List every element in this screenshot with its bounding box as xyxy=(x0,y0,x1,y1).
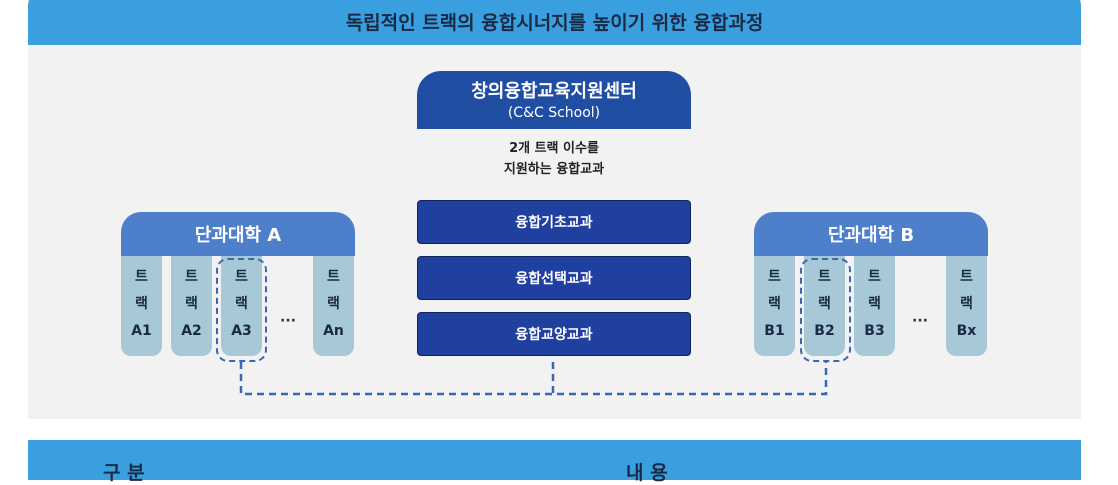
track-label: B1 xyxy=(764,323,785,339)
track-label: B3 xyxy=(864,323,885,339)
table-header-bar: 구 분 내 용 xyxy=(28,440,1081,484)
center-subtitle: (C&C School) xyxy=(507,105,601,121)
center-header: 창의융합교육지원센터 (C&C School) xyxy=(417,71,691,129)
track-char2: 랙 xyxy=(327,296,340,312)
center-desc-line2: 지원하는 융합교과 xyxy=(503,162,605,177)
track-char1: 트 xyxy=(135,269,148,285)
track-label: A2 xyxy=(181,323,202,339)
track-b3: 트 랙 B3 xyxy=(854,256,895,356)
track-a3-highlight xyxy=(216,258,267,362)
college-b-header: 단과대학 B xyxy=(754,212,988,256)
track-a-ellipsis: ··· xyxy=(280,313,296,329)
track-char1: 트 xyxy=(868,269,881,285)
track-char1: 트 xyxy=(960,269,973,285)
track-a2: 트 랙 A2 xyxy=(171,256,212,356)
track-char1: 트 xyxy=(327,269,340,285)
track-char1: 트 xyxy=(768,269,781,285)
header-bar: 독립적인 트랙의 융합시너지를 높이기 위한 융합과정 xyxy=(28,0,1081,45)
track-b2-highlight xyxy=(800,258,851,362)
track-label: A1 xyxy=(131,323,152,339)
track-char2: 랙 xyxy=(960,296,973,312)
track-b-ellipsis: ··· xyxy=(912,313,928,329)
track-a1: 트 랙 A1 xyxy=(121,256,162,356)
track-a3: 트 랙 A3 xyxy=(221,256,262,356)
table-header-category: 구 분 xyxy=(103,462,145,484)
track-char2: 랙 xyxy=(868,296,881,312)
track-char2: 랙 xyxy=(135,296,148,312)
track-char1: 트 xyxy=(235,269,248,285)
track-label: A3 xyxy=(231,323,252,339)
track-char2: 랙 xyxy=(235,296,248,312)
center-title: 창의융합교육지원센터 xyxy=(471,81,637,102)
connector-path xyxy=(239,362,828,396)
track-label: Bx xyxy=(956,323,977,339)
track-label: B2 xyxy=(814,323,835,339)
track-char2: 랙 xyxy=(818,296,831,312)
track-char1: 트 xyxy=(818,269,831,285)
track-char1: 트 xyxy=(185,269,198,285)
college-a-header: 단과대학 A xyxy=(121,212,355,256)
center-description: 2개 트랙 이수를 지원하는 융합교과 xyxy=(417,138,691,180)
center-desc-line1: 2개 트랙 이수를 xyxy=(509,141,599,156)
track-char2: 랙 xyxy=(185,296,198,312)
track-b1: 트 랙 B1 xyxy=(754,256,795,356)
track-b2: 트 랙 B2 xyxy=(804,256,845,356)
track-an: 트 랙 An xyxy=(313,256,354,356)
course-liberal: 융합교양교과 xyxy=(417,312,691,356)
track-char2: 랙 xyxy=(768,296,781,312)
table-header-content: 내 용 xyxy=(626,462,668,484)
connector-lines xyxy=(239,362,828,396)
track-label: An xyxy=(323,323,344,339)
course-basic: 융합기초교과 xyxy=(417,200,691,244)
header-title: 독립적인 트랙의 융합시너지를 높이기 위한 융합과정 xyxy=(345,12,764,34)
course-elective: 융합선택교과 xyxy=(417,256,691,300)
track-bx: 트 랙 Bx xyxy=(946,256,987,356)
